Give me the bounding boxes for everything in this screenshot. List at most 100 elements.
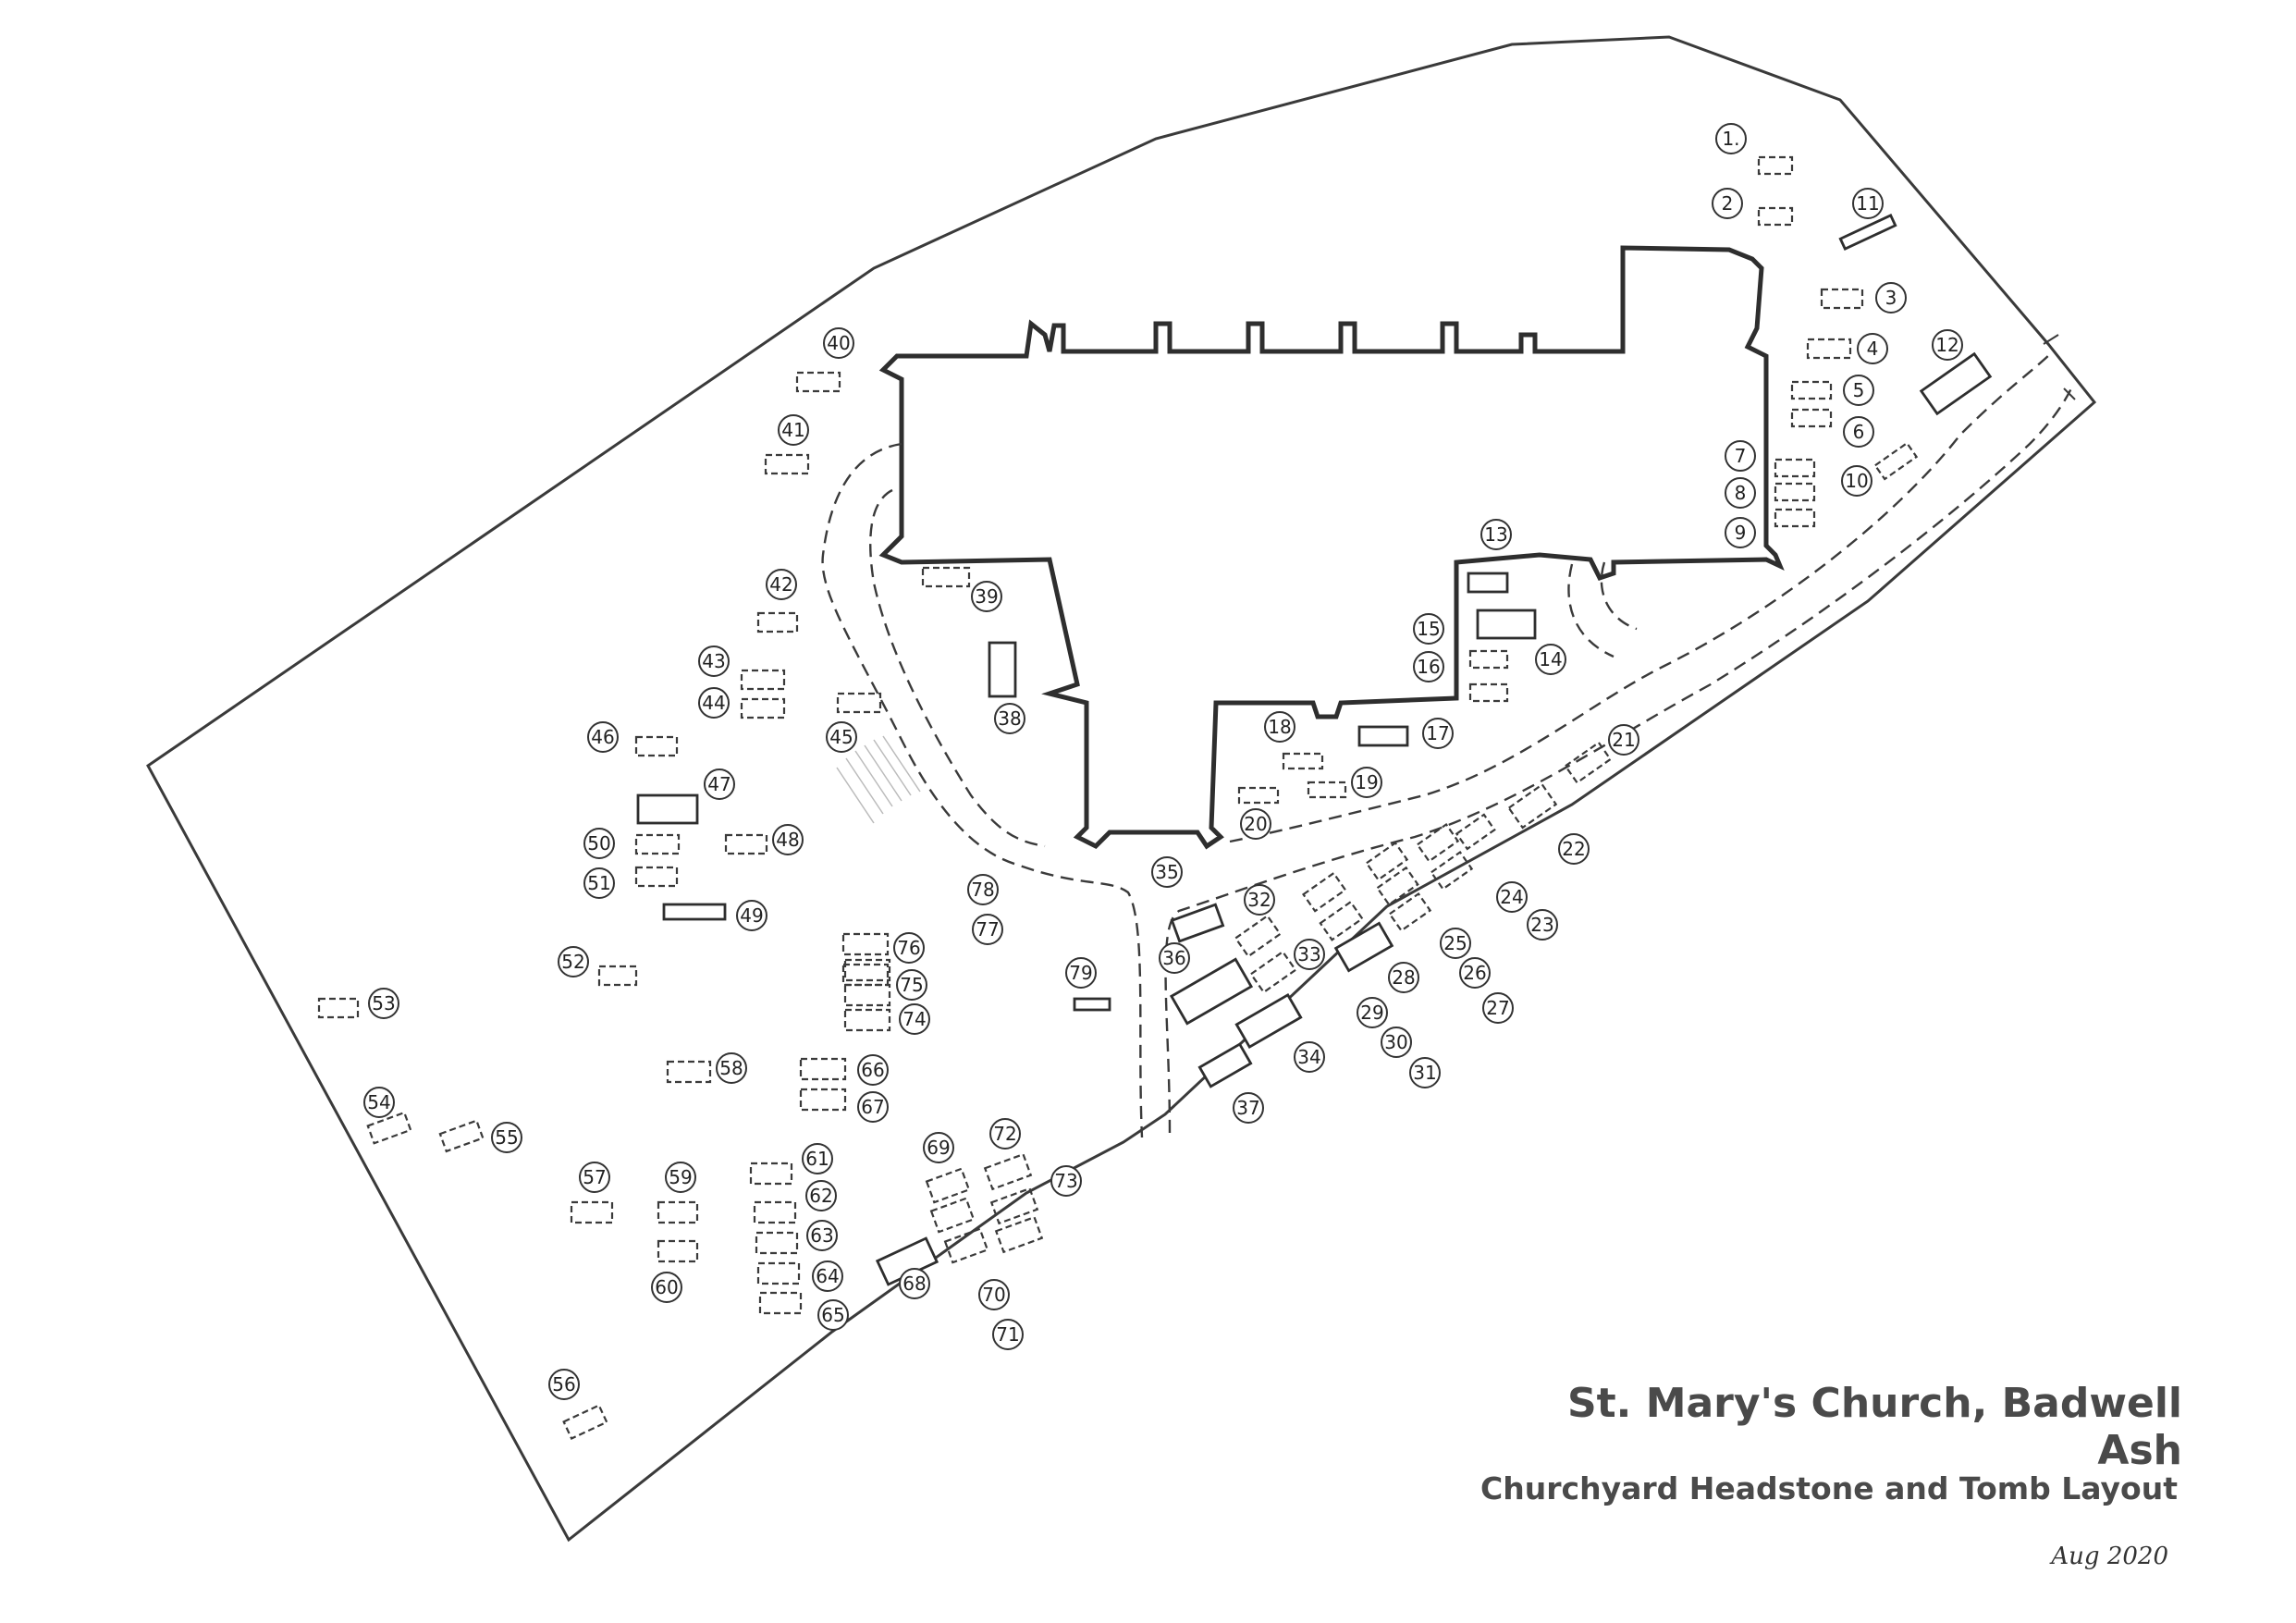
grave-label-text: 26 bbox=[1463, 962, 1486, 984]
grave-label-text: 27 bbox=[1486, 997, 1509, 1019]
grave-label-text: 29 bbox=[1360, 1002, 1383, 1024]
grave-label-4: 4 bbox=[1857, 333, 1888, 364]
grave-label-29: 29 bbox=[1357, 997, 1388, 1028]
grave-label-52: 52 bbox=[558, 946, 589, 977]
grave-label-text: 33 bbox=[1297, 943, 1320, 965]
grave-label-24: 24 bbox=[1496, 881, 1528, 913]
grave-label-20: 20 bbox=[1240, 808, 1271, 840]
grave-label-15: 15 bbox=[1413, 613, 1444, 645]
grave-label-text: 48 bbox=[776, 829, 799, 851]
grave-label-18: 18 bbox=[1264, 711, 1295, 743]
grave-label-text: 9 bbox=[1735, 522, 1747, 544]
grave-label-text: 21 bbox=[1612, 729, 1635, 751]
grave-label-70: 70 bbox=[978, 1279, 1010, 1310]
grave-label-19: 19 bbox=[1351, 767, 1382, 798]
tombs bbox=[636, 214, 1993, 1286]
grave-label-text: 41 bbox=[781, 419, 804, 441]
grave-label-76: 76 bbox=[893, 932, 925, 964]
grave-label-text: 12 bbox=[1935, 334, 1958, 356]
grave-label-22: 22 bbox=[1558, 833, 1590, 865]
grave-label-text: 34 bbox=[1297, 1046, 1320, 1068]
grave-label-text: 78 bbox=[971, 879, 994, 901]
grave-label-26: 26 bbox=[1459, 957, 1491, 989]
grave-label-text: 53 bbox=[372, 992, 395, 1014]
grave-label-75: 75 bbox=[896, 969, 927, 1001]
grave-label-text: 6 bbox=[1853, 421, 1865, 443]
grave-label-61: 61 bbox=[802, 1143, 833, 1174]
grave-label-34: 34 bbox=[1294, 1041, 1325, 1073]
grave-label-25: 25 bbox=[1440, 928, 1471, 959]
grave-label-57: 57 bbox=[579, 1162, 610, 1193]
grave-label-text: 58 bbox=[719, 1057, 743, 1079]
grave-label-46: 46 bbox=[587, 721, 619, 753]
grave-label-text: 35 bbox=[1155, 861, 1178, 883]
grave-label-text: 49 bbox=[740, 904, 763, 927]
grave-label-text: 40 bbox=[827, 332, 850, 354]
grave-label-55: 55 bbox=[491, 1122, 522, 1153]
grave-label-text: 39 bbox=[975, 585, 998, 608]
grave-label-37: 37 bbox=[1233, 1092, 1264, 1124]
map-date: Aug 2020 bbox=[2051, 1543, 2168, 1570]
grave-label-65: 65 bbox=[817, 1299, 849, 1331]
grave-label-text: 74 bbox=[902, 1008, 926, 1030]
grave-labels: 1.23456789101112131415161718192021222324… bbox=[363, 123, 1963, 1400]
grave-label-text: 62 bbox=[809, 1185, 832, 1207]
grave-label-text: 2 bbox=[1722, 192, 1734, 215]
grave-label-72: 72 bbox=[989, 1118, 1021, 1150]
grave-label-42: 42 bbox=[766, 569, 797, 600]
grave-label-3: 3 bbox=[1875, 282, 1907, 314]
grave-label-text: 1. bbox=[1722, 128, 1739, 150]
grave-label-78: 78 bbox=[967, 874, 999, 905]
grave-label-51: 51 bbox=[583, 867, 615, 899]
grave-label-5: 5 bbox=[1843, 375, 1874, 406]
grave-label-text: 10 bbox=[1845, 470, 1868, 492]
grave-label-32: 32 bbox=[1244, 884, 1275, 916]
grave-label-text: 70 bbox=[982, 1284, 1005, 1306]
grave-label-text: 16 bbox=[1417, 656, 1440, 678]
grave-label-text: 54 bbox=[367, 1091, 390, 1113]
grave-label-text: 8 bbox=[1735, 482, 1747, 504]
grave-label-27: 27 bbox=[1482, 992, 1514, 1024]
grave-label-45: 45 bbox=[826, 721, 857, 753]
grave-label-1: 1. bbox=[1715, 123, 1747, 154]
grave-label-text: 11 bbox=[1856, 192, 1879, 215]
grave-label-23: 23 bbox=[1527, 909, 1558, 941]
grave-label-text: 42 bbox=[769, 573, 792, 596]
grave-label-text: 22 bbox=[1562, 838, 1585, 860]
grave-label-12: 12 bbox=[1932, 329, 1963, 361]
grave-label-47: 47 bbox=[704, 768, 735, 800]
grave-label-69: 69 bbox=[923, 1132, 954, 1163]
grave-label-text: 36 bbox=[1162, 947, 1185, 969]
churchyard-boundary bbox=[146, 35, 2097, 1543]
grave-label-33: 33 bbox=[1294, 939, 1325, 970]
footpaths bbox=[821, 350, 2073, 1138]
grave-label-text: 14 bbox=[1539, 648, 1562, 670]
grave-label-44: 44 bbox=[698, 687, 730, 719]
grave-label-77: 77 bbox=[972, 914, 1003, 945]
grave-label-text: 59 bbox=[669, 1166, 692, 1188]
grave-label-9: 9 bbox=[1725, 517, 1756, 548]
grave-label-66: 66 bbox=[857, 1054, 889, 1086]
grave-label-text: 20 bbox=[1244, 813, 1267, 835]
grave-label-text: 66 bbox=[861, 1059, 884, 1081]
grave-label-16: 16 bbox=[1413, 651, 1444, 682]
grave-label-text: 30 bbox=[1384, 1031, 1407, 1053]
grave-label-text: 13 bbox=[1484, 523, 1507, 546]
grave-label-text: 25 bbox=[1443, 932, 1467, 954]
grave-label-17: 17 bbox=[1422, 718, 1454, 749]
grave-label-text: 69 bbox=[927, 1137, 950, 1159]
grave-label-28: 28 bbox=[1388, 962, 1419, 993]
grave-label-40: 40 bbox=[823, 327, 854, 359]
grave-label-text: 43 bbox=[702, 650, 725, 672]
grave-label-30: 30 bbox=[1381, 1027, 1412, 1058]
grave-label-13: 13 bbox=[1480, 519, 1512, 550]
grave-label-text: 75 bbox=[900, 974, 923, 996]
grave-label-41: 41 bbox=[778, 414, 809, 446]
grave-label-text: 45 bbox=[829, 726, 853, 748]
grave-label-text: 57 bbox=[583, 1166, 606, 1188]
grave-label-11: 11 bbox=[1852, 188, 1884, 219]
grave-label-text: 65 bbox=[821, 1304, 844, 1326]
grave-label-10: 10 bbox=[1841, 465, 1872, 497]
grave-label-text: 68 bbox=[902, 1273, 926, 1295]
